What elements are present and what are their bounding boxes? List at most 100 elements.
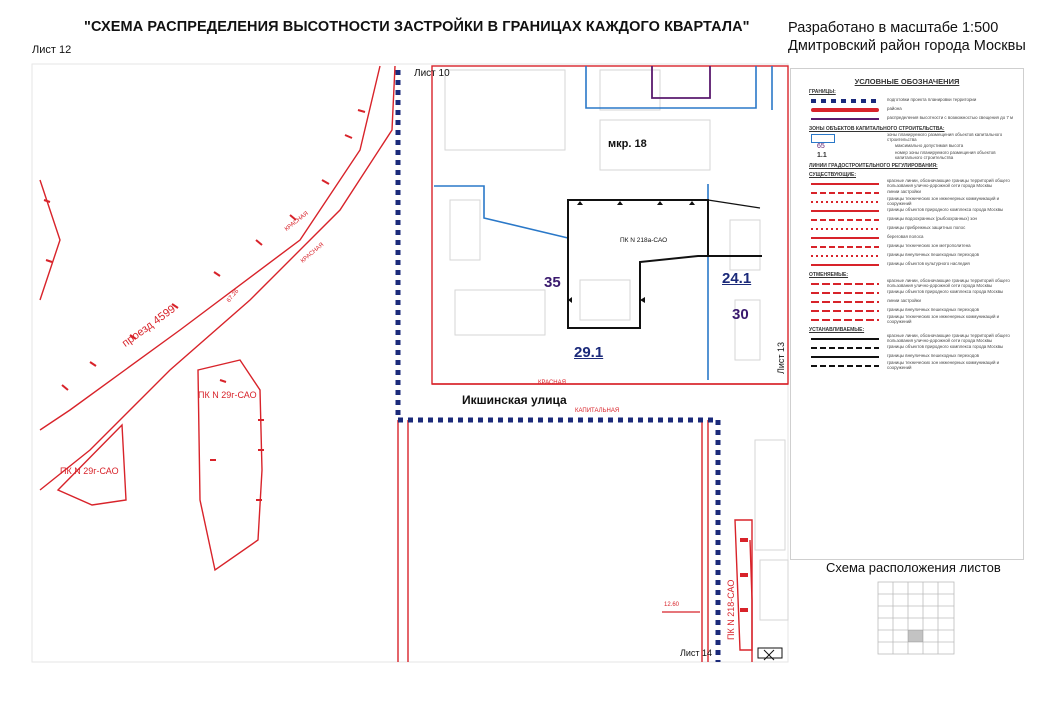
legend-item: границы внеуличных пешеходных переходов: [809, 251, 1023, 260]
legend-item-label: красные линии, обозначающие границы терр…: [887, 332, 1010, 343]
legend-line-symbol: [809, 307, 881, 315]
legend-item: границы технических зон инженерных комму…: [809, 314, 1023, 324]
legend-line-symbol: [809, 362, 881, 370]
sheet-scheme-title: Схема расположения листов: [826, 560, 1001, 575]
sheet-frame: [31, 63, 789, 663]
red-lines-diagonal: [39, 65, 396, 572]
legend-item: линии застройки: [809, 297, 1023, 306]
legend-item: красные линии, обозначающие границы терр…: [809, 277, 1023, 288]
label-pk-29g-2: ПК N 29г-САО: [60, 466, 119, 476]
legend-item-label: границы технических зон инженерных комму…: [887, 359, 1000, 370]
legend-item-label: границы технических зон инженерных комму…: [887, 195, 1000, 206]
legend-line-symbol: [809, 261, 881, 269]
zone-black-polygon: [567, 199, 709, 329]
purple-zone: [651, 66, 711, 99]
legend-item: линии застройки: [809, 188, 1023, 197]
label-height-29-1: 29.1: [574, 344, 604, 361]
legend-item-label: красные линии, обозначающие границы терр…: [887, 277, 1010, 288]
label-pk-29g-1: ПК N 29г-САО: [198, 390, 257, 400]
legend-title: УСЛОВНЫЕ ОБОЗНАЧЕНИЯ: [854, 77, 960, 86]
legend-item: границы технических зон метрополитена: [809, 242, 1023, 251]
legend-line-symbol: [809, 180, 881, 188]
sheet-scheme-grid: [877, 581, 955, 655]
legend-item: береговая полоса: [809, 233, 1023, 242]
legend-item-label: береговая полоса: [887, 234, 924, 240]
legend-item: границы технических зон инженерных комму…: [809, 195, 1023, 206]
legend-section-cancel: ОТМЕНЯЕМЫЕ:: [809, 272, 849, 278]
legend-item: красные линии, обозначающие границы терр…: [809, 177, 1023, 188]
legend-line-symbol: [809, 289, 881, 297]
label-sheet-13: Лист 13: [776, 341, 786, 374]
legend-line-symbol: [809, 207, 881, 215]
label-sheet-14: Лист 14: [680, 648, 713, 658]
legend-sym-65: 65: [817, 142, 825, 150]
red-thick-segments: [740, 538, 748, 612]
legend-section-borders: ГРАНИЦЫ:: [809, 89, 836, 95]
red-lines-vertical: [397, 420, 753, 662]
label-pk-218: ПК N 218-САО: [726, 579, 736, 640]
legend-item: 65 максимально допустимая высота: [809, 142, 1023, 151]
label-sheet-10: Лист 10: [414, 68, 450, 79]
label-street-ikshinskaya: Икшинская улица: [462, 393, 567, 407]
legend-item-label: границы объектов природного комплекса го…: [887, 344, 1004, 350]
legend-line-symbol: [809, 252, 881, 260]
legend-panel: УСЛОВНЫЕ ОБОЗНАЧЕНИЯ ГРАНИЦЫ: подготовки…: [790, 68, 1024, 560]
legend-item: подготовки проекта планировки территории: [809, 96, 1023, 105]
legend-item: красные линии, обозначающие границы терр…: [809, 332, 1023, 343]
legend-item: распределения высотности с возможностью …: [809, 114, 1023, 123]
legend-item: границы внеуличных пешеходных переходов: [809, 352, 1023, 361]
legend-item: зоны планируемого размещения объектов ка…: [809, 132, 1023, 143]
legend-sym-11: 1.1: [817, 151, 827, 159]
label-zone-30: 30: [732, 306, 749, 323]
legend-item: границы объектов природного комплекса го…: [809, 343, 1023, 352]
legend-item: границы технических зон инженерных комму…: [809, 359, 1023, 370]
legend-line-symbol: [809, 353, 881, 361]
build-line-ticks: [568, 201, 695, 303]
legend-item: границы водоохранных (рыбоохранных) зон: [809, 215, 1023, 224]
blue-zones: [434, 66, 773, 380]
legend-line-symbol: [809, 298, 881, 306]
red-plot-218: [734, 519, 753, 651]
legend-item-label: линии застройки: [887, 189, 921, 195]
legend-item-label: границы внеуличных пешеходных переходов: [887, 353, 979, 359]
project-boundary: [395, 70, 721, 662]
legend-line-symbol: [809, 225, 881, 233]
label-zone-35: 35: [544, 274, 561, 291]
legend-item-label: границы объектов культурного наследия: [887, 261, 970, 267]
legend-item-label: границы технических зон метрополитена: [887, 243, 971, 249]
legend-item: района: [809, 105, 1023, 114]
legend-item: границы внеуличных пешеходных переходов: [809, 306, 1023, 315]
legend-line-symbol: [809, 335, 881, 343]
legend-item-label: границы прибрежных защитных полос: [887, 225, 966, 231]
legend-section-new: УСТАНАВЛИВАЕМЫЕ:: [809, 327, 865, 333]
legend-item-label: границы внеуличных пешеходных переходов: [887, 252, 979, 258]
build-line: [707, 199, 761, 209]
scale-note: Разработано в масштабе 1:500: [788, 20, 999, 36]
building-outlines: [444, 69, 789, 621]
legend-line-symbol: [809, 189, 881, 197]
legend-item: границы объектов природного комплекса го…: [809, 206, 1023, 215]
legend-item: границы прибрежных защитных полос: [809, 224, 1023, 233]
label-height-24-1: 24.1: [722, 270, 752, 287]
legend-item-label: границы внеуличных пешеходных переходов: [887, 307, 979, 313]
legend-line-symbol: [809, 198, 881, 206]
legend-line-symbol: [809, 216, 881, 224]
page-title: "СХЕМА РАСПРЕДЕЛЕНИЯ ВЫСОТНОСТИ ЗАСТРОЙК…: [84, 19, 750, 35]
legend-item: границы объектов природного комплекса го…: [809, 288, 1023, 297]
sheet14-marker: [757, 647, 783, 659]
label-red-line-3: КРАСНАЯ: [538, 380, 566, 386]
legend-line-symbol: [809, 280, 881, 288]
red-line-ticks: [43, 109, 366, 501]
district-name: Дмитровский район города Москвы: [788, 38, 1026, 54]
legend-item-label: красные линии, обозначающие границы терр…: [887, 177, 1010, 188]
legend-line-symbol: [809, 234, 881, 242]
legend-item: границы объектов культурного наследия: [809, 260, 1023, 269]
legend-section-zones: ЗОНЫ ОБЪЕКТОВ КАПИТАЛЬНОГО СТРОИТЕЛЬСТВА…: [809, 126, 945, 132]
legend-section-lines: ЛИНИИ ГРАДОСТРОИТЕЛЬНОГО РЕГУЛИРОВАНИЯ:: [809, 163, 938, 169]
current-sheet-highlight: [908, 630, 923, 642]
label-pk-218a: ПК N 218а-САО: [620, 237, 668, 244]
legend-item-label: границы объектов природного комплекса го…: [887, 207, 1004, 213]
legend-line-symbol: [809, 344, 881, 352]
legend-item-label: линии застройки: [887, 298, 921, 304]
